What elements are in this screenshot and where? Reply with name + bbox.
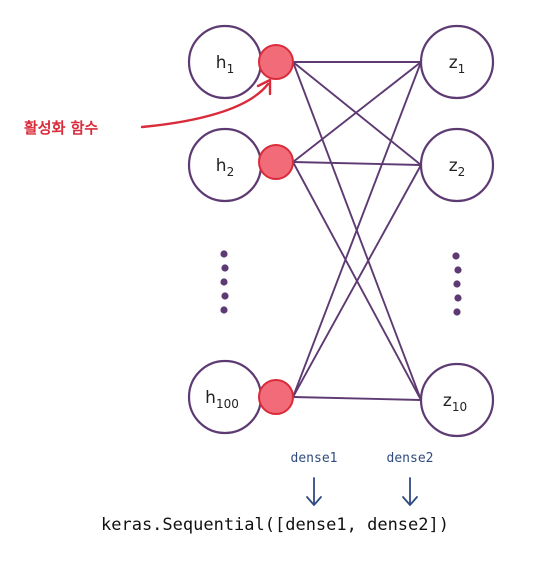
output-node-z10-label: z — [443, 391, 452, 411]
svg-text:h100: h100 — [205, 388, 239, 411]
hidden-ellipsis-dots — [220, 250, 229, 314]
down-arrow-icon — [306, 477, 322, 506]
connection-line — [292, 164, 422, 398]
hidden-node-h100-label: h — [205, 388, 216, 408]
hidden-node-h2: h2 — [187, 127, 263, 203]
hidden-node-h2-label: h — [216, 156, 227, 176]
connection-line — [292, 61, 422, 166]
output-node-z2-label: z — [449, 156, 458, 176]
curved-arrow-icon — [140, 78, 272, 129]
connection-line — [292, 61, 422, 163]
activation-node-3 — [258, 379, 294, 415]
svg-text:z2: z2 — [449, 156, 466, 179]
down-arrow-icon — [402, 477, 418, 506]
code-line: keras.Sequential([dense1, dense2]) — [101, 515, 449, 535]
svg-text:h2: h2 — [216, 156, 234, 179]
connection-line — [292, 396, 422, 401]
output-node-z2-subscript: 2 — [458, 165, 466, 179]
activation-function-label: 활성화 함수 — [24, 119, 98, 137]
output-node-z10: z10 — [419, 362, 495, 438]
hidden-node-h1-label: h — [216, 53, 227, 73]
connection-line — [292, 161, 422, 166]
activation-node-1 — [258, 44, 294, 80]
hidden-node-h100: h100 — [187, 359, 263, 435]
output-ellipsis-dots — [452, 252, 462, 316]
svg-text:h1: h1 — [216, 53, 234, 76]
svg-text:z10: z10 — [443, 391, 467, 414]
output-node-z2: z2 — [419, 127, 495, 203]
svg-text:z1: z1 — [449, 53, 466, 76]
hidden-node-h1-subscript: 1 — [227, 62, 235, 76]
activation-node-2 — [258, 144, 294, 180]
hidden-node-h1: h1 — [187, 24, 263, 100]
dense2-label: dense2 — [387, 451, 434, 466]
dense1-label: dense1 — [291, 451, 338, 466]
output-node-z1-subscript: 1 — [458, 62, 466, 76]
connection-line — [292, 61, 422, 398]
output-node-z10-subscript: 10 — [452, 400, 467, 414]
output-node-z1-label: z — [449, 53, 458, 73]
output-node-z1: z1 — [419, 24, 495, 100]
connection-lines — [292, 61, 422, 401]
hidden-node-h100-subscript: 100 — [216, 397, 239, 411]
hidden-node-h2-subscript: 2 — [227, 165, 235, 179]
